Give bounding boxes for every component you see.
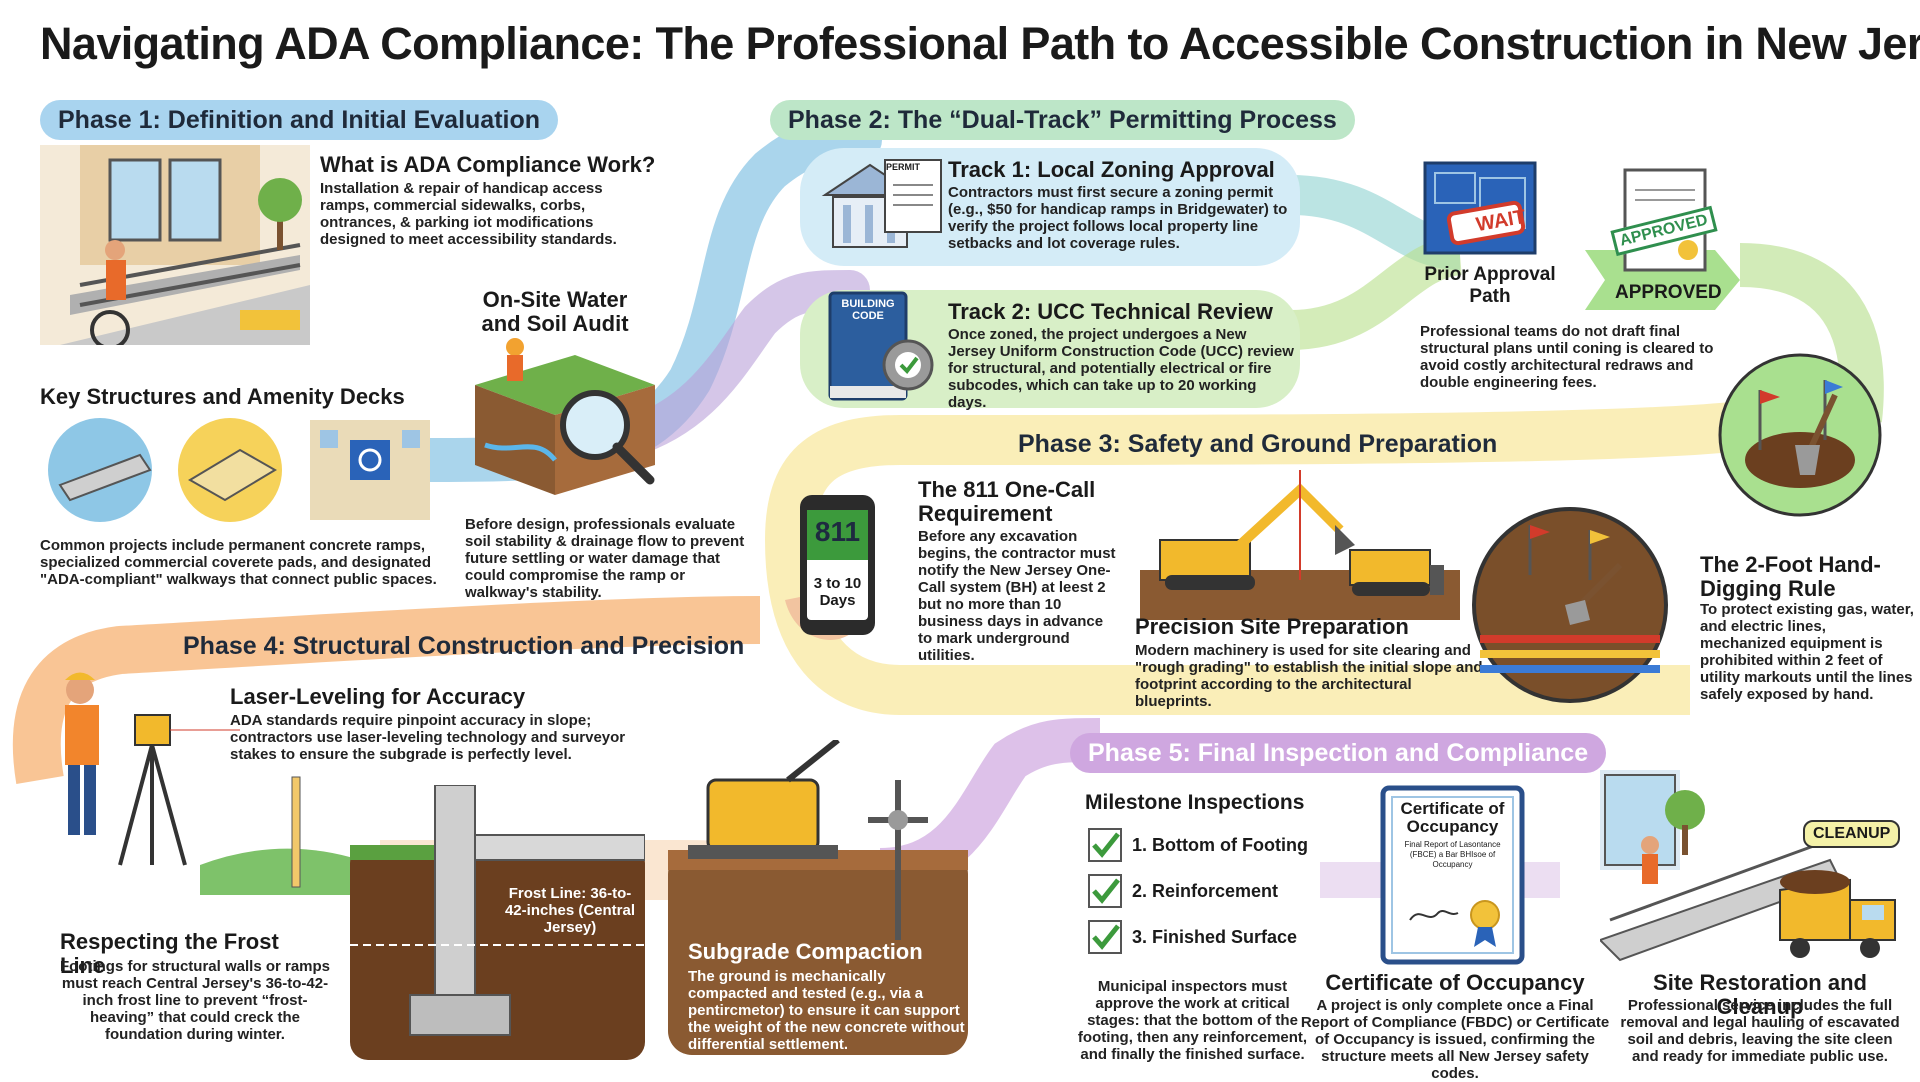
grade-stake-icon [200,776,360,895]
track-2-body: Once zoned, the project undergoes a New … [948,326,1294,411]
phone-811-number: 811 [814,516,861,547]
tree-icon [258,178,302,250]
soil-audit-body: Before design, professionals evaluate so… [465,516,745,601]
checkbox-check-icon [1088,874,1122,908]
milestone-body: Municipal inspectors must approve the wo… [1077,978,1308,1063]
amenity-structures-icons [48,418,430,522]
checkbox-check-icon [1088,828,1122,862]
track-1-title: Track 1: Local Zoning Approval [948,157,1275,182]
site-prep-body: Modern machinery is used for site cleari… [1135,642,1483,710]
one-call-body: Before any excavation begins, the contra… [918,528,1116,664]
phone-days-label: 3 to 10 Days [813,575,862,609]
phase-4-header: Phase 4: Structural Construction and Pre… [183,632,745,660]
certificate-body: A project is only complete once a Final … [1300,997,1610,1082]
shovel-flag-icon [1718,353,1882,517]
phase-3-header: Phase 3: Safety and Ground Preparation [1018,430,1498,458]
track-2-title: Track 2: UCC Technical Review [948,299,1273,324]
milestone-title: Milestone Inspections [1085,791,1305,814]
certificate-doc-subtitle: Final Report of Lasontance (FBCE) a Bar … [1404,840,1501,869]
certificate-document-icon [1380,785,1525,965]
compaction-title: Subgrade Compaction [688,939,923,964]
compaction-illustration [668,740,968,1055]
what-is-ada-title: What is ADA Compliance Work? [320,152,656,177]
footing-cross-section [350,785,645,1060]
milestone-list: 1. Bottom of Footing 2. Reinforcement 3.… [1088,822,1308,960]
laser-leveling-title: Laser-Leveling for Accuracy [230,684,526,709]
cleanup-badge: CLEANUP [1803,820,1901,848]
compaction-body: The ground is mechanically compacted and… [688,968,965,1053]
hand-dig-body: To protect existing gas, water, and elec… [1700,601,1914,703]
site-prep-title: Precision Site Preparation [1135,614,1409,639]
site-machinery-illustration [1140,470,1460,620]
frost-line-title: Respecting the Frost Line [60,929,279,978]
surveyor-laser-illustration [65,672,240,866]
courthouse-permit-icon [821,159,942,248]
track-1-body: Contractors must first secure a zoning p… [948,184,1288,252]
phase-5-header: Phase 5: Final Inspection and Compliance [1070,733,1607,773]
laser-leveling-body: ADA standards require pinpoint accuracy … [230,712,626,763]
certificate-title: Certificate of Occupancy [1325,970,1585,995]
milestone-label: 1. Bottom of Footing [1132,834,1308,855]
soil-audit-illustration [475,338,655,495]
phase-1-header: Phase 1: Definition and Initial Evaluati… [40,100,559,140]
blueprint-wait-icon [1423,161,1537,255]
soil-audit-title: On-Site Water and Soil Audit [481,287,629,336]
approved-label: APPROVED [1615,282,1722,303]
prior-approval-body: Professional teams do not draft final st… [1420,323,1714,391]
phone-811-illustration [785,495,875,640]
milestone-label: 3. Finished Surface [1132,926,1298,947]
milestone-label: 2. Reinforcement [1132,880,1279,901]
hand-dig-title: The 2-Foot Hand-Digging Rule [1700,552,1881,601]
one-call-title: The 811 One-Call Requirement [918,477,1096,526]
key-structures-body: Common projects include permanent concre… [40,537,437,588]
site-cleanup-illustration [1600,770,1896,962]
phase-2-header: Phase 2: The “Dual-Track” Permitting Pro… [770,100,1355,140]
checkbox-check-icon [1088,920,1122,954]
prior-approval-label: Prior Approval Path [1424,264,1556,307]
milestone-item: 2. Reinforcement [1088,868,1308,914]
milestone-item: 3. Finished Surface [1088,914,1308,960]
page-title: Navigating ADA Compliance: The Professio… [40,18,1920,69]
building-code-label: BUILDING CODE [841,298,895,322]
wheelchair-ramp-illustration [40,145,310,345]
certificate-doc-title: Certificate of Occupancy [1400,799,1505,836]
restoration-body: Professional service includes the full r… [1620,997,1900,1065]
frost-line-body: Footings for structural walls or ramps m… [59,958,331,1043]
building-code-book-icon [828,291,934,401]
key-structures-title: Key Structures and Amenity Decks [40,384,405,409]
hand-digging-illustration [1472,507,1668,703]
milestone-item: 1. Bottom of Footing [1088,822,1308,868]
permit-doc-label: PERMIT [886,162,921,172]
restoration-title: Site Restoration and Cleanup [1653,970,1867,1019]
frost-line-callout: Frost Line: 36-to-42-inches (Central Jer… [504,885,636,936]
what-is-ada-body: Installation & repair of handicap access… [320,180,617,248]
